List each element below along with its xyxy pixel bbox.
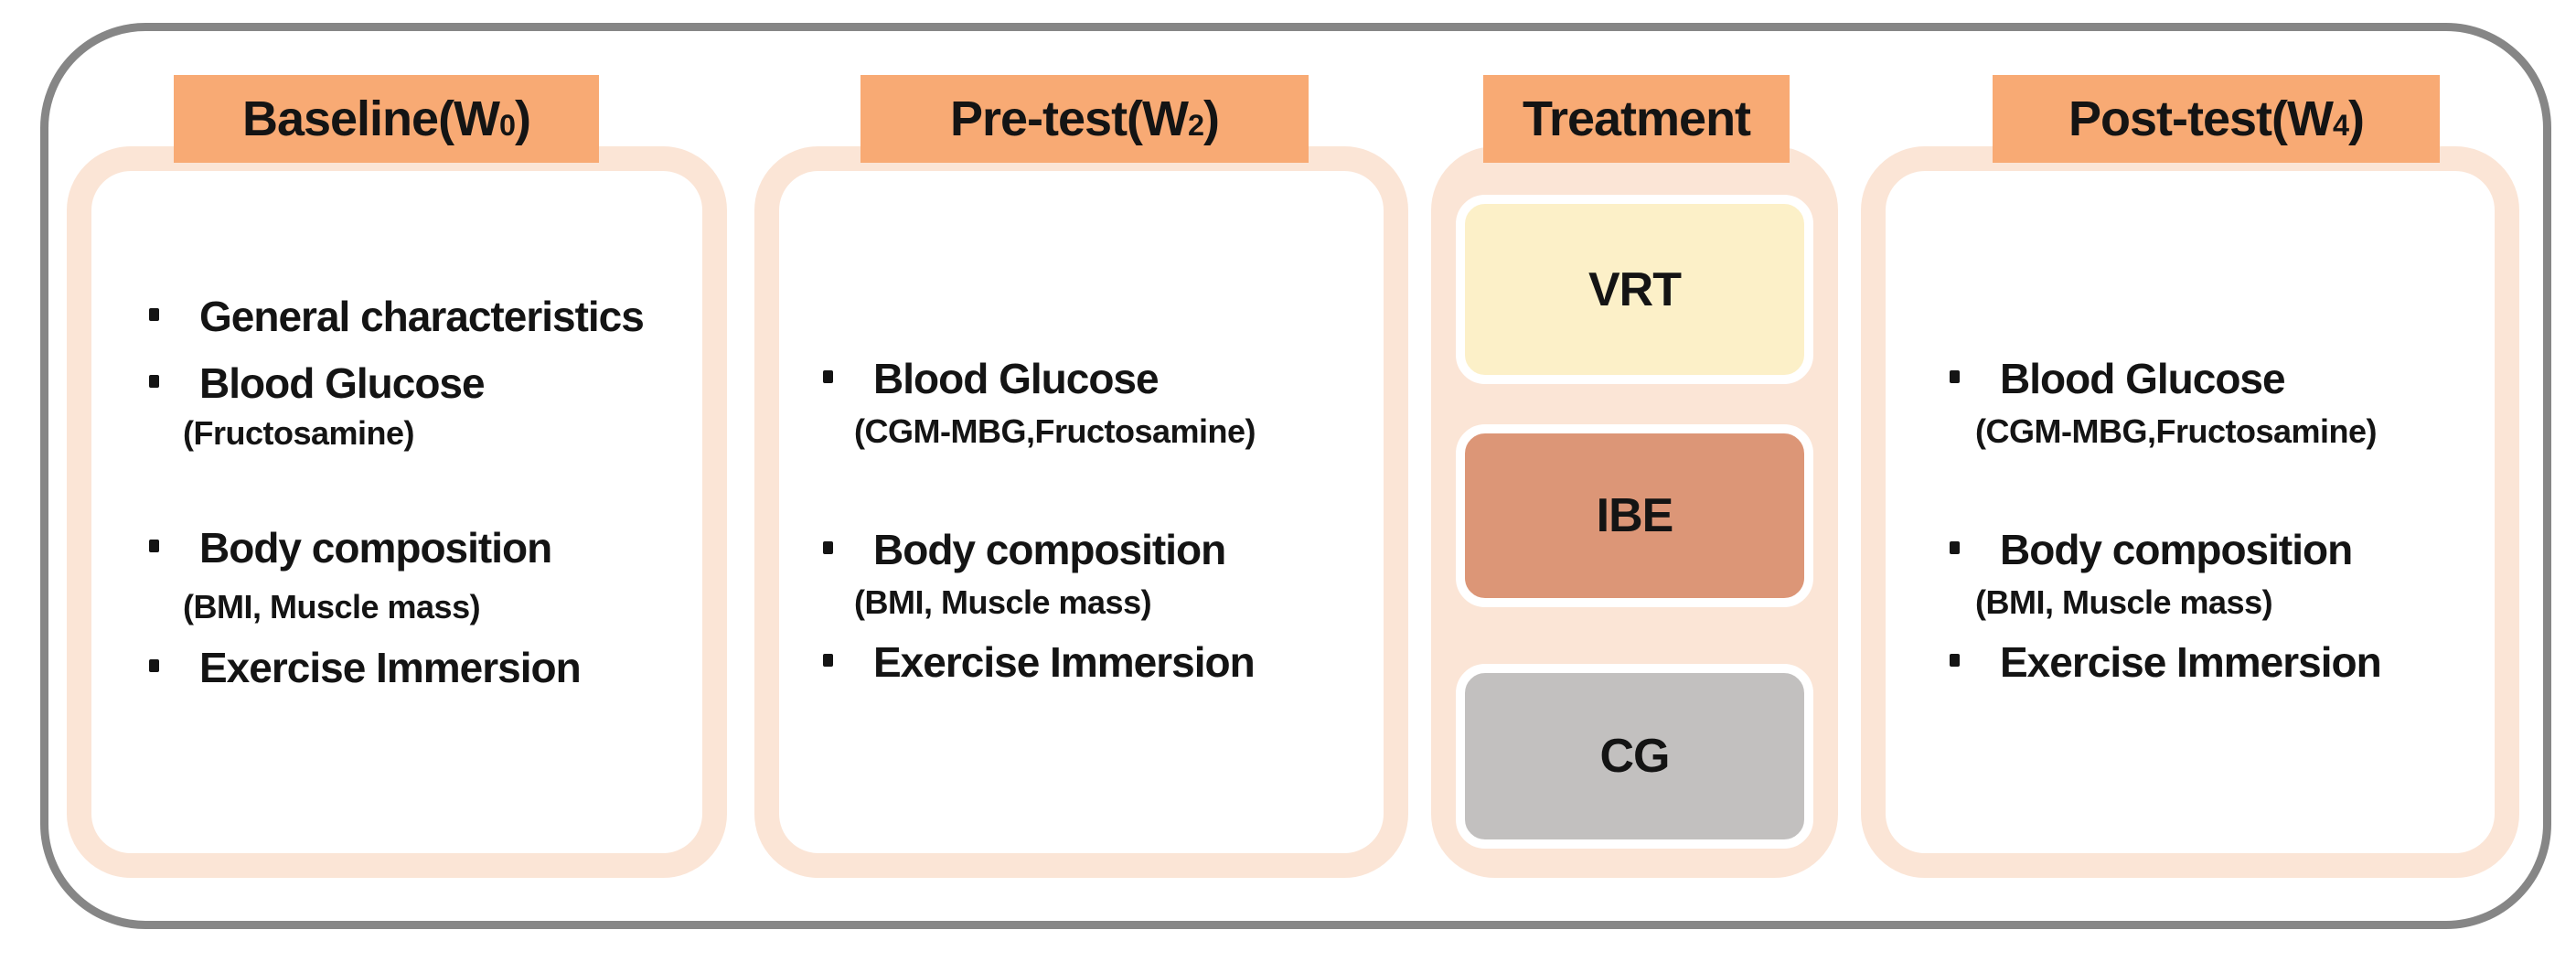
- header-pretest-label-end: ): [1203, 91, 1220, 146]
- list-subitem-label: (BMI, Muscle mass): [183, 588, 481, 625]
- header-baseline-subscript: 0: [499, 108, 516, 142]
- header-baseline-label-end: ): [515, 91, 531, 146]
- list-subitem-cgm-mbg-fructosamine: (CGM-MBG,Fructosamine): [854, 414, 1256, 449]
- header-posttest-label-end: ): [2348, 91, 2365, 146]
- list-item-label: Blood Glucose: [2000, 355, 2286, 402]
- header-pretest-subscript: 2: [1188, 108, 1204, 142]
- list-subitem-bmi-muscle-mass: (BMI, Muscle mass): [854, 583, 1152, 621]
- bullet-icon: [149, 540, 159, 552]
- bullet-icon: [1950, 370, 1960, 383]
- bullet-icon: [149, 308, 159, 321]
- header-baseline-label: Baseline(W: [241, 91, 500, 146]
- header-pretest-label: Pre-test(W: [949, 91, 1189, 146]
- list-item-exercise-immersion: Exercise Immersion: [1950, 638, 2382, 686]
- bullet-icon: [823, 654, 833, 667]
- bullet-icon: [149, 659, 159, 672]
- bullet-icon: [1950, 654, 1960, 667]
- bullet-icon: [823, 370, 833, 383]
- bullet-icon: [823, 541, 833, 554]
- list-subitem-label: (CGM-MBG,Fructosamine): [854, 412, 1256, 450]
- list-subitem-bmi-muscle-mass: (BMI, Muscle mass): [183, 588, 481, 625]
- list-item-label: Blood Glucose: [873, 355, 1160, 402]
- treatment-box-vrt: VRT: [1456, 195, 1813, 384]
- list-subitem-label: (BMI, Muscle mass): [854, 583, 1152, 621]
- header-posttest-label: Post-test(W: [2068, 91, 2334, 146]
- list-item-body-composition: Body composition: [149, 524, 552, 572]
- panel-posttest: Blood Glucose (CGM-MBG,Fructosamine) Bod…: [1861, 146, 2519, 878]
- header-treatment-label: Treatment: [1522, 91, 1751, 146]
- panel-treatment: VRT IBE CG: [1431, 146, 1838, 878]
- treatment-box-cg-label: CG: [1599, 730, 1671, 783]
- header-treatment: Treatment: [1483, 75, 1790, 163]
- list-item-body-composition: Body composition: [823, 526, 1226, 573]
- list-subitem-bmi-muscle-mass: (BMI, Muscle mass): [1975, 583, 2273, 621]
- treatment-box-cg: CG: [1456, 664, 1813, 849]
- treatment-box-ibe-label: IBE: [1596, 489, 1674, 542]
- list-item-label: Exercise Immersion: [2000, 638, 2382, 686]
- list-item-exercise-immersion: Exercise Immersion: [823, 638, 1256, 686]
- bullet-icon: [149, 375, 159, 388]
- list-subitem-cgm-mbg-fructosamine: (CGM-MBG,Fructosamine): [1975, 412, 2378, 450]
- list-item-label: Body composition: [199, 524, 552, 572]
- list-item-label: Blood Glucose: [199, 359, 486, 407]
- panel-pretest: Blood Glucose (CGM-MBG,Fructosamine) Bod…: [754, 146, 1408, 878]
- list-item-exercise-immersion: Exercise Immersion: [149, 644, 582, 691]
- list-subitem-label: (Fructosamine): [183, 414, 415, 452]
- header-posttest-subscript: 4: [2332, 108, 2349, 142]
- treatment-box-ibe: IBE: [1456, 424, 1813, 607]
- list-item-general-characteristics: General characteristics: [149, 293, 645, 340]
- bullet-icon: [1950, 541, 1960, 554]
- list-item-body-composition: Body composition: [1950, 526, 2353, 573]
- treatment-box-vrt-label: VRT: [1588, 262, 1682, 316]
- list-item-blood-glucose: Blood Glucose: [149, 359, 486, 407]
- list-item-blood-glucose: Blood Glucose: [1950, 355, 2286, 402]
- list-item-label: General characteristics: [199, 293, 645, 340]
- list-subitem-label: (BMI, Muscle mass): [1975, 583, 2273, 621]
- list-item-label: Exercise Immersion: [873, 638, 1256, 686]
- list-item-label: Body composition: [2000, 526, 2353, 573]
- list-subitem-label: (CGM-MBG,Fructosamine): [1975, 412, 2378, 450]
- list-item-label: Exercise Immersion: [199, 644, 582, 691]
- list-item-blood-glucose: Blood Glucose: [823, 355, 1160, 402]
- panel-baseline: General characteristics Blood Glucose (F…: [67, 146, 727, 878]
- list-item-label: Body composition: [873, 526, 1226, 573]
- list-subitem-fructosamine: (Fructosamine): [183, 414, 415, 452]
